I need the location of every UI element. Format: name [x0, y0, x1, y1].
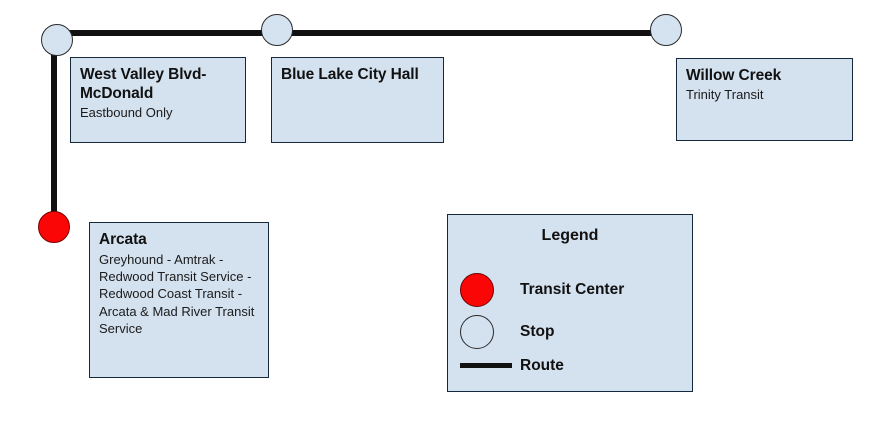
stop-marker-west-valley-mcdonald[interactable]	[41, 24, 73, 56]
line-icon	[460, 363, 512, 368]
stop-marker-blue-lake-city-hall[interactable]	[261, 14, 293, 46]
transit-center-marker-arcata[interactable]	[38, 211, 70, 243]
station-info-box-arcata: Arcata Greyhound - Amtrak - Redwood Tran…	[89, 222, 269, 378]
legend-item-stop: Stop	[448, 315, 692, 353]
open-circle-icon	[460, 315, 494, 349]
route-line-horizontal	[54, 30, 668, 36]
stop-marker-willow-creek[interactable]	[650, 14, 682, 46]
red-circle-icon	[460, 273, 494, 307]
station-title: Willow Creek	[686, 67, 782, 84]
legend-item-transit-center: Transit Center	[448, 273, 692, 311]
station-subtitle: Trinity Transit	[686, 86, 764, 102]
legend-item-label: Stop	[520, 323, 555, 340]
station-subtitle: Greyhound - Amtrak - Redwood Transit Ser…	[99, 251, 255, 337]
legend-title: Legend	[541, 227, 599, 244]
station-info-box-west-valley-mcdonald: West Valley Blvd-McDonald Eastbound Only	[70, 57, 246, 143]
station-title: Blue Lake City Hall	[281, 66, 419, 83]
legend-item-route: Route	[448, 351, 692, 389]
station-title: West Valley Blvd-McDonald	[80, 66, 207, 102]
legend-item-label: Transit Center	[520, 281, 625, 298]
legend-item-label: Route	[520, 357, 564, 374]
legend-panel: Legend Transit Center Stop Route	[447, 214, 693, 392]
station-info-box-blue-lake-city-hall: Blue Lake City Hall	[271, 57, 444, 143]
station-info-box-willow-creek: Willow Creek Trinity Transit	[676, 58, 853, 141]
station-subtitle: Eastbound Only	[80, 104, 173, 120]
route-line-vertical	[51, 32, 57, 228]
station-title: Arcata	[99, 231, 147, 248]
